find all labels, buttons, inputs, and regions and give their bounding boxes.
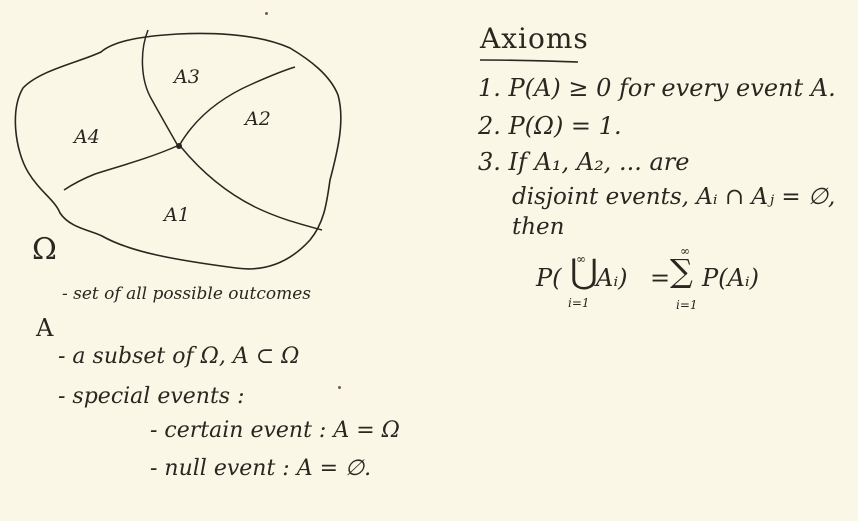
union-symbol: ⋃ xyxy=(570,252,598,292)
formula-lhs-arg: Aᵢ) xyxy=(596,264,628,292)
partition-line-a4-a1 xyxy=(63,145,178,191)
sum-symbol: ∑ xyxy=(670,252,693,290)
partition-line-a3-a2 xyxy=(178,66,296,147)
axioms-title: Axioms xyxy=(480,22,589,55)
null-event-line: - null event : A = ∅. xyxy=(150,456,372,481)
region-label-a4: A4 xyxy=(74,126,100,148)
region-label-a3: A3 xyxy=(174,66,200,88)
partition-junction xyxy=(176,143,182,149)
formula-rhs-arg: P(Aᵢ) xyxy=(702,264,760,292)
axiom-3-then: then xyxy=(512,214,565,240)
omega-symbol: Ω xyxy=(32,232,57,267)
axioms-title-underline xyxy=(479,59,579,63)
omega-description: - set of all possible outcomes xyxy=(62,284,311,304)
sample-space-outline xyxy=(14,32,342,270)
region-label-a2: A2 xyxy=(245,108,271,130)
formula-equals: = xyxy=(650,264,671,292)
event-symbol: A xyxy=(36,314,54,342)
certain-event-line: - certain event : A = Ω xyxy=(150,418,400,443)
stray-mark xyxy=(265,12,268,15)
formula-lhs-p: P( xyxy=(536,264,562,292)
partition-line-a1-a2 xyxy=(180,146,323,231)
additivity-formula: P( ∞ ⋃ i=1 Aᵢ) = ∞ ∑ i=1 P(Aᵢ) xyxy=(530,244,790,316)
event-special-line: - special events : xyxy=(58,384,245,409)
axiom-1: 1. P(A) ≥ 0 for every event A. xyxy=(478,74,836,102)
sum-upper-limit: ∞ xyxy=(680,244,690,258)
stray-mark xyxy=(338,386,341,389)
partition-line-a3-a4 xyxy=(141,29,179,147)
sum-lower-limit: i=1 xyxy=(676,298,698,312)
axiom-3-disjoint: disjoint events, Aᵢ ∩ Aⱼ = ∅, xyxy=(512,184,836,210)
event-subset-line: - a subset of Ω, A ⊂ Ω xyxy=(58,344,300,369)
axiom-2: 2. P(Ω) = 1. xyxy=(478,112,622,140)
axiom-3: 3. If A₁, A₂, ... are xyxy=(478,148,690,176)
region-label-a1: A1 xyxy=(164,204,190,226)
union-upper-limit: ∞ xyxy=(576,252,586,266)
union-lower-limit: i=1 xyxy=(568,296,590,310)
